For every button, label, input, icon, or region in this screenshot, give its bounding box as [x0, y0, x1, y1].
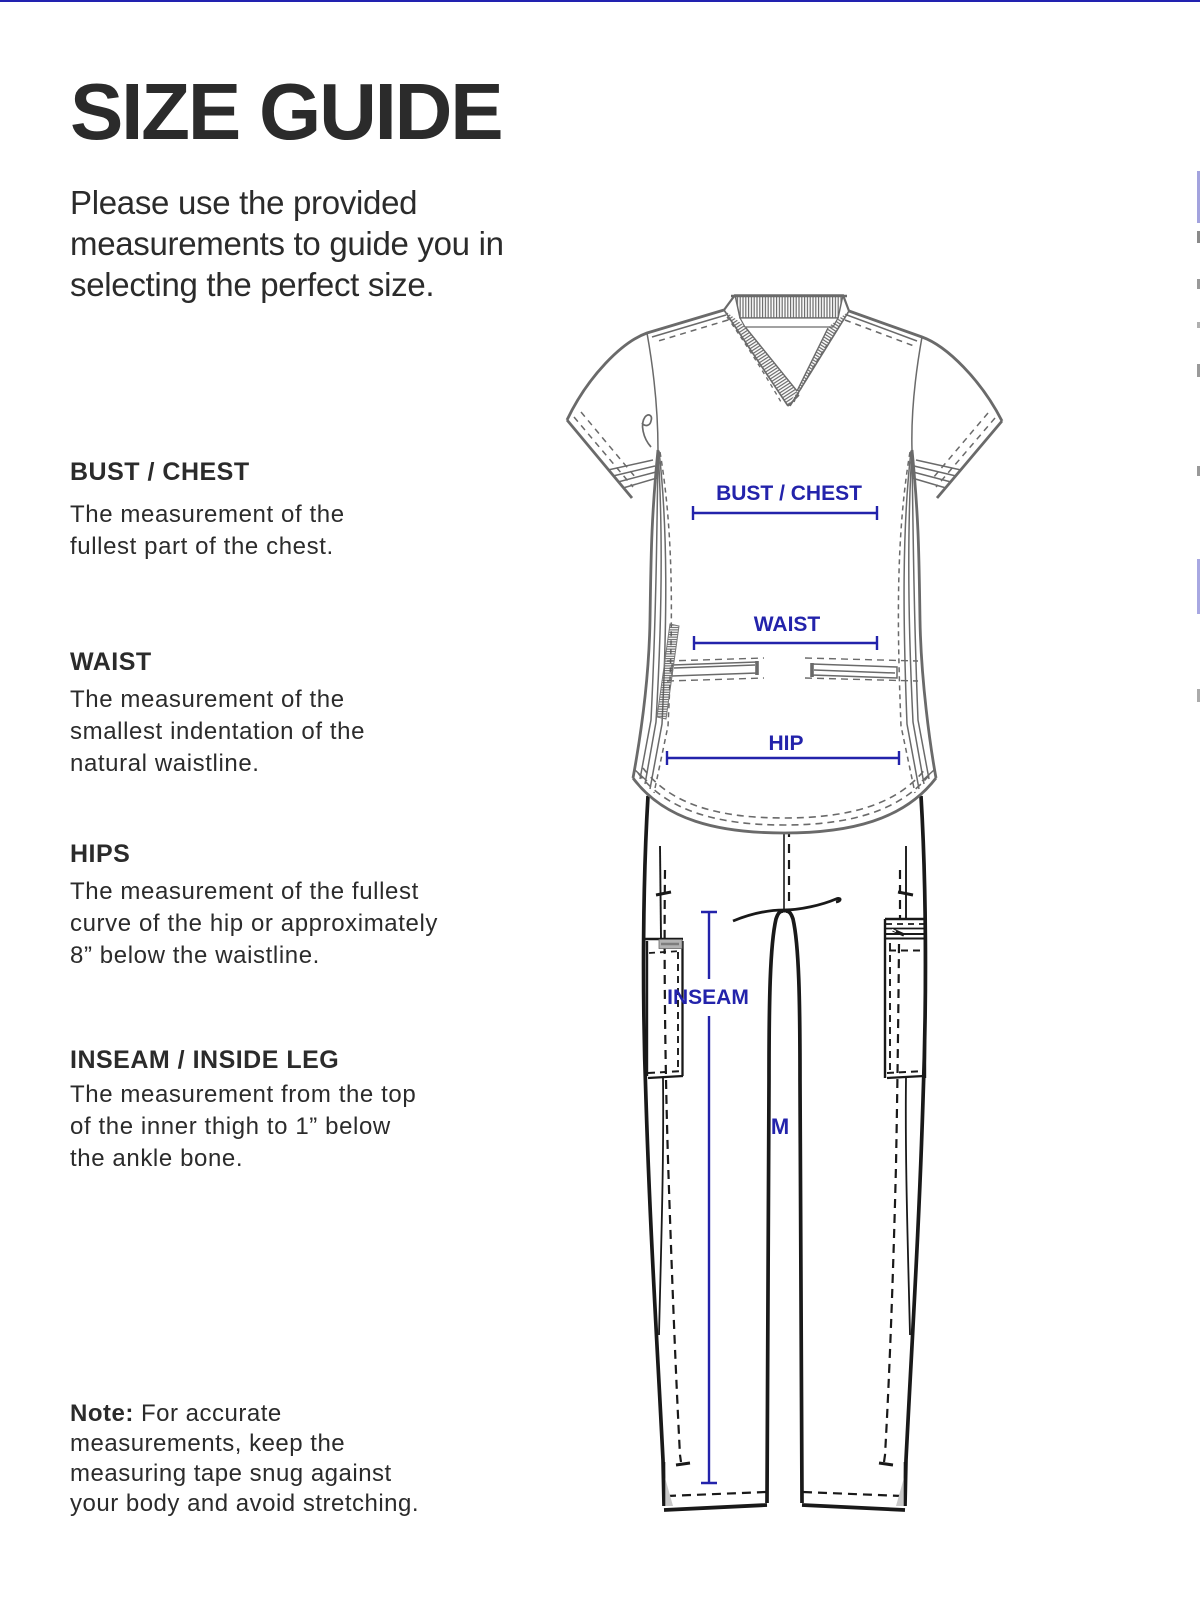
svg-text:WAIST: WAIST	[754, 613, 821, 636]
svg-text:HIP: HIP	[768, 732, 803, 755]
svg-text:INSEAM: INSEAM	[667, 986, 749, 1009]
svg-text:M: M	[771, 1114, 789, 1139]
svg-text:BUST / CHEST: BUST / CHEST	[716, 482, 862, 505]
